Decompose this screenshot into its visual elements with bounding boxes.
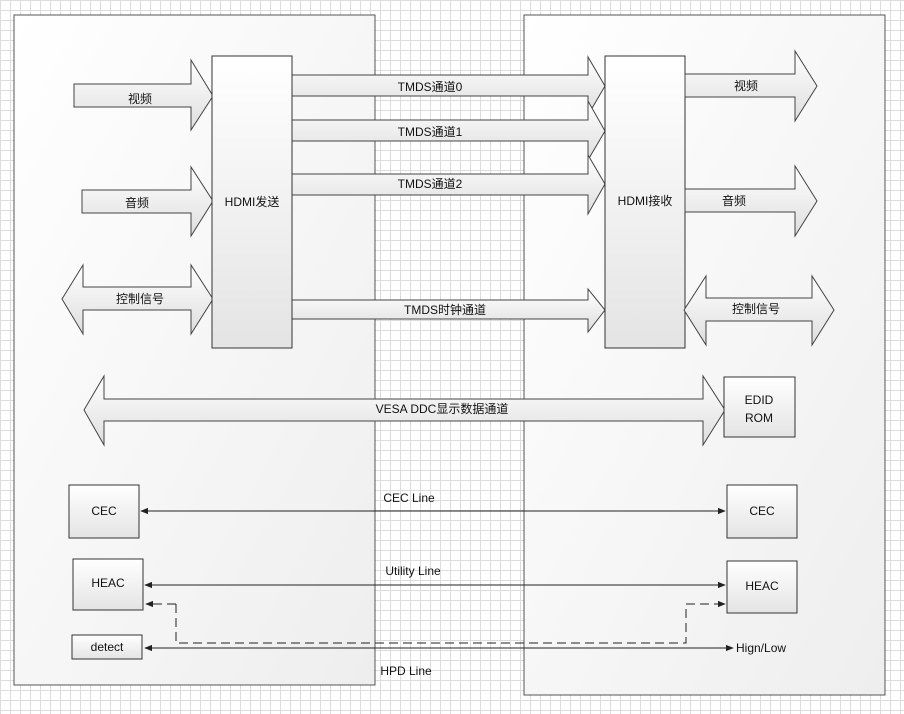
- tmds-clock-channel-arrow: [291, 287, 606, 334]
- control-output-arrow: [683, 274, 835, 347]
- detect-box: [71, 634, 143, 660]
- detect-label: detect: [91, 640, 124, 654]
- cec-right-box: [726, 484, 798, 539]
- tmds-channel-0-arrow: [291, 55, 606, 117]
- edid-label-line1: EDID: [745, 393, 774, 407]
- heac-right-box: [726, 560, 798, 614]
- utility-line-label: Utility Line: [385, 564, 441, 578]
- audio-input-arrow: [81, 165, 214, 238]
- hdmi-receiver-box: [604, 55, 686, 349]
- tmds-channel-1-label: TMDS通道1: [398, 125, 463, 139]
- tmds-channel-2-arrow: [291, 153, 606, 216]
- video-output-label: 视频: [734, 78, 758, 93]
- edid-rom-box: [723, 376, 796, 438]
- audio-output-label: 音频: [722, 193, 746, 208]
- audio-output-arrow: [684, 164, 818, 238]
- hdmi-transmitter-label: HDMI发送: [225, 194, 280, 209]
- heac-right-label: HEAC: [745, 579, 779, 593]
- video-output-arrow: [684, 49, 818, 123]
- cec-left-box: [68, 484, 140, 539]
- tmds-clock-channel-label: TMDS时钟通道: [404, 302, 486, 317]
- hpd-line-label: HPD Line: [380, 664, 432, 678]
- sink-panel: [523, 14, 886, 696]
- tmds-channel-0-label: TMDS通道0: [398, 80, 463, 94]
- cec-left-label: CEC: [91, 504, 117, 518]
- heac-dashed-loop: [175, 604, 687, 644]
- tmds-channel-1-arrow: [291, 99, 606, 162]
- video-input-label: 视频: [128, 91, 152, 106]
- hdmi-receiver-label: HDMI接收: [618, 193, 673, 208]
- video-input-arrow: [73, 58, 214, 132]
- hdmi-transmitter-box: [211, 55, 293, 349]
- edid-label-line2: ROM: [745, 411, 773, 425]
- control-input-label: 控制信号: [116, 292, 164, 306]
- cec-line-label: CEC Line: [383, 491, 435, 505]
- tmds-channel-2-label: TMDS通道2: [398, 177, 463, 191]
- hpd-level-label: Hign/Low: [736, 641, 786, 655]
- ddc-channel-label: VESA DDC显示数据通道: [376, 401, 509, 416]
- control-output-label: 控制信号: [732, 302, 780, 316]
- audio-input-label: 音频: [125, 195, 149, 210]
- heac-left-label: HEAC: [91, 576, 125, 590]
- cec-right-label: CEC: [749, 504, 775, 518]
- heac-left-box: [72, 558, 144, 611]
